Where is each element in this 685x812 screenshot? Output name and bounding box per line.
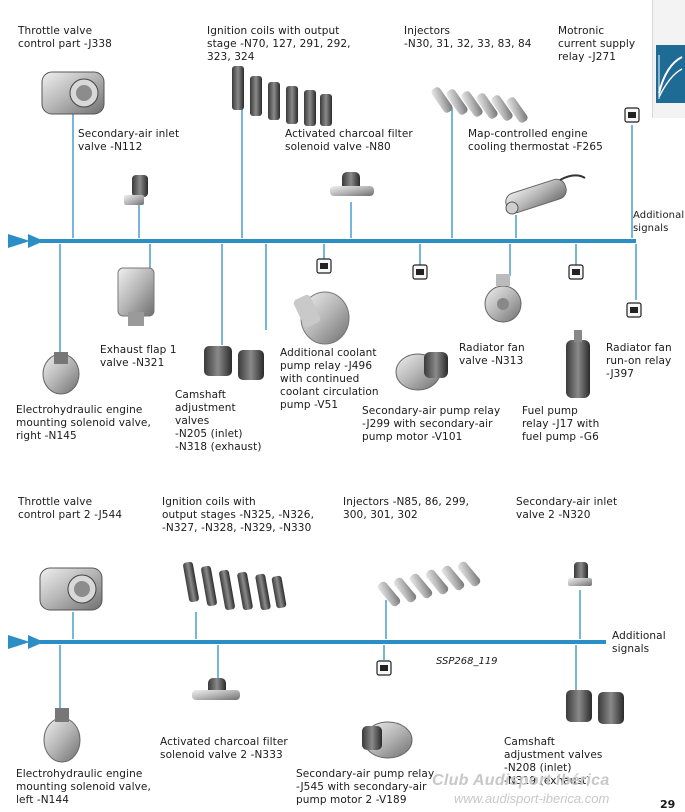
figure-reference: SSP268_119 bbox=[436, 656, 498, 667]
branch-wires-2 bbox=[59, 590, 581, 710]
secondary-air-pump-label: Secondary-air pump relay-J299 with secon… bbox=[362, 405, 501, 443]
engine-mount-right-icon bbox=[42, 352, 80, 395]
camshaft-valves-icon bbox=[204, 346, 264, 380]
injectors-icon bbox=[431, 87, 528, 123]
chart-icon bbox=[656, 45, 685, 103]
fuel-pump-relay-icon bbox=[568, 264, 584, 280]
motronic-relay-icon bbox=[624, 107, 640, 123]
secondary-air-pump-icon bbox=[395, 352, 448, 391]
coolant-pump-icon bbox=[293, 291, 350, 345]
main-bus-1 bbox=[8, 234, 636, 248]
radiator-fan-relay-icon bbox=[626, 302, 642, 318]
branch-wires-1 bbox=[59, 108, 637, 352]
fuel-pump-icon bbox=[566, 330, 590, 398]
injectors-label: Injectors-N30, 31, 32, 33, 83, 84 bbox=[404, 25, 532, 50]
coolant-pump-relay-icon bbox=[316, 258, 332, 274]
engine-mount-left-icon bbox=[43, 708, 81, 763]
injectors-2-label: Injectors -N85, 86, 299,300, 301, 302 bbox=[343, 496, 470, 521]
page-number: 29 bbox=[660, 798, 676, 811]
ignition-coils-2-icon bbox=[183, 561, 287, 611]
throttle-valve-icon bbox=[41, 71, 105, 115]
throttle-valve-2-icon bbox=[39, 567, 103, 611]
watermark-name: Club Audisport Ibérica bbox=[432, 772, 610, 789]
watermark-url: www.audisport-iberica.com bbox=[454, 791, 610, 806]
watermark: Club Audisport Ibérica www.audisport-ibe… bbox=[432, 772, 610, 806]
main-bus-2 bbox=[8, 635, 606, 649]
charcoal-filter-valve-icon bbox=[330, 172, 374, 196]
exhaust-flap-valve-icon bbox=[117, 267, 155, 326]
camshaft-valves-2-icon bbox=[566, 690, 624, 724]
radiator-fan-valve-icon bbox=[484, 274, 522, 323]
charcoal-filter-valve-2-icon bbox=[192, 678, 240, 700]
secondary-air-inlet-valve-icon bbox=[124, 175, 148, 205]
ignition-coils-icon bbox=[232, 66, 332, 126]
secondary-air-pump-relay-icon bbox=[412, 264, 428, 280]
secondary-air-pump-2-icon bbox=[362, 721, 413, 759]
injectors-2-icon bbox=[377, 561, 481, 607]
secondary-air-pump-2-label: Secondary-air pump relay-J545 with secon… bbox=[296, 768, 435, 806]
secondary-air-pump-relay-2-icon bbox=[376, 660, 392, 676]
secondary-air-inlet-valve-2-icon bbox=[568, 562, 592, 586]
thermostat-icon bbox=[505, 174, 586, 215]
